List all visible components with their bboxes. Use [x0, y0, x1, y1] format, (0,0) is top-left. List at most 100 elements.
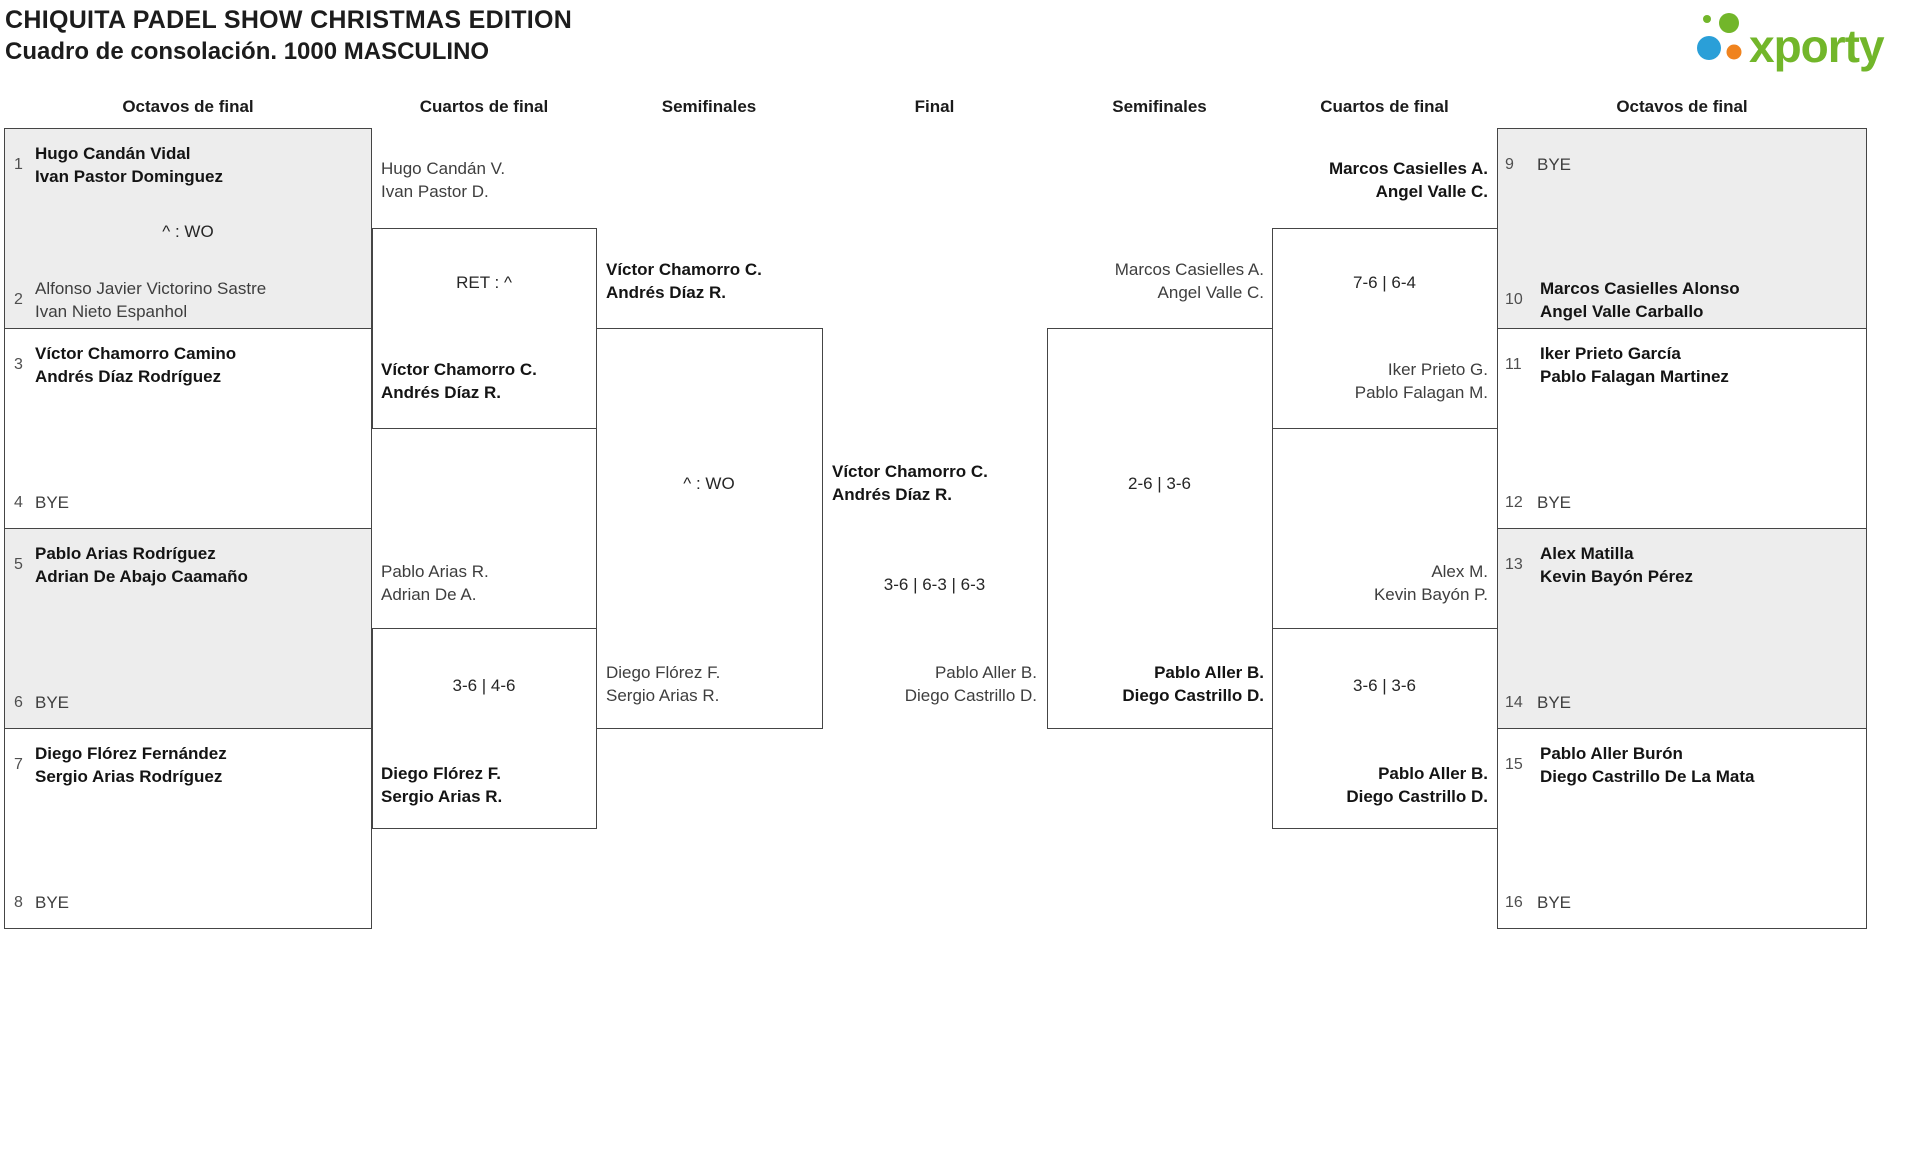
seed-number: 14	[1505, 694, 1523, 711]
team-name: Kevin Bayón Pérez	[1540, 567, 1694, 586]
team-name: Andrés Díaz R.	[606, 283, 726, 302]
team-name: Diego Castrillo D.	[904, 686, 1037, 705]
match-box-octavos-left-1	[4, 128, 372, 329]
team-name: Angel Valle Carballo	[1540, 302, 1704, 321]
seed-number: 4	[14, 494, 23, 511]
match-box-cuartos-left-2	[372, 628, 597, 829]
match-score: 3-6 | 4-6	[452, 676, 516, 695]
team-name: Víctor Chamorro C.	[606, 260, 762, 279]
team-name: Iker Prieto García	[1540, 344, 1681, 363]
team-name: Diego Castrillo D.	[1122, 686, 1264, 705]
seed-number: 2	[14, 291, 23, 308]
seed-number: 13	[1505, 556, 1523, 573]
team-name: Marcos Casielles A.	[1114, 260, 1264, 279]
match-box-octavos-right-2	[1497, 328, 1867, 529]
team-name: Hugo Candán V.	[381, 159, 506, 178]
team-name: Víctor Chamorro C.	[832, 462, 988, 481]
bye-label: BYE	[35, 893, 70, 912]
seed-number: 7	[14, 756, 23, 773]
match-box-octavos-right-4	[1497, 728, 1867, 929]
match-box-octavos-left-2	[4, 328, 372, 529]
round-header-octavos-left: Octavos de final	[122, 97, 254, 116]
bye-label: BYE	[35, 493, 70, 512]
team-name: Ivan Pastor D.	[381, 182, 489, 201]
match-score: 3-6 | 3-6	[1352, 676, 1416, 695]
logo-dot-orange-icon	[1726, 44, 1742, 60]
team-name: Angel Valle C.	[1157, 283, 1264, 302]
bye-label: BYE	[1537, 155, 1572, 174]
xporty-logo[interactable]: xporty	[1695, 8, 1910, 72]
match-box-semifinal-right	[1047, 328, 1273, 729]
team-name: Adrian De A.	[381, 585, 477, 604]
round-header-cuartos-right: Cuartos de final	[1320, 97, 1449, 116]
team-name: Víctor Chamorro C.	[381, 360, 537, 379]
team-name: Alex M.	[1431, 562, 1488, 581]
team-name: Ivan Nieto Espanhol	[35, 302, 188, 321]
match-box-semifinal-left	[596, 328, 823, 729]
seed-number: 9	[1505, 156, 1514, 173]
round-header-final: Final	[914, 97, 955, 116]
team-name: Adrian De Abajo Caamaño	[35, 567, 248, 586]
team-name: Pablo Aller B.	[1378, 764, 1488, 783]
round-header-cuartos-left: Cuartos de final	[419, 97, 549, 116]
team-name: Diego Flórez Fernández	[35, 744, 227, 763]
bye-label: BYE	[1537, 493, 1572, 512]
match-score: RET : ^	[456, 273, 512, 292]
seed-number: 5	[14, 556, 23, 573]
match-box-octavos-right-3	[1497, 528, 1867, 729]
logo-dot-blue-icon	[1697, 36, 1721, 60]
bye-label: BYE	[1537, 693, 1572, 712]
match-score: ^ : WO	[683, 474, 735, 493]
team-name: Sergio Arias R.	[381, 787, 503, 806]
team-name: Ivan Pastor Dominguez	[35, 167, 223, 186]
team-name: Pablo Arias R.	[381, 562, 489, 581]
match-box-cuartos-right-2	[1272, 628, 1498, 829]
logo-dot-green-small-icon	[1703, 15, 1711, 23]
seed-number: 11	[1505, 356, 1522, 373]
team-name: Angel Valle C.	[1375, 182, 1488, 201]
team-name: Iker Prieto G.	[1387, 360, 1488, 379]
team-name: Hugo Candán Vidal	[35, 144, 191, 163]
team-name: Pablo Falagan Martinez	[1540, 367, 1729, 386]
match-box-octavos-right-1	[1497, 128, 1867, 329]
team-name: Andrés Díaz R.	[381, 383, 501, 402]
bracket-subtitle: Cuadro de consolación. 1000 MASCULINO	[5, 38, 490, 65]
match-box-cuartos-left-1	[372, 228, 597, 429]
team-name: Alfonso Javier Victorino Sastre	[35, 279, 267, 298]
team-name: Diego Flórez F.	[606, 663, 721, 682]
seed-number: 6	[14, 694, 23, 711]
round-header-semis-left: Semifinales	[661, 97, 757, 116]
team-name: Marcos Casielles Alonso	[1540, 279, 1740, 298]
tournament-title: CHIQUITA PADEL SHOW CHRISTMAS EDITION	[5, 6, 573, 34]
team-name: Pablo Aller B.	[934, 663, 1037, 682]
team-name: Sergio Arias Rodríguez	[35, 767, 223, 786]
team-name: Pablo Falagan M.	[1354, 383, 1488, 402]
seed-number: 16	[1505, 894, 1523, 911]
match-score: 7-6 | 6-4	[1352, 273, 1416, 292]
logo-dot-green-icon	[1719, 13, 1739, 33]
bye-label: BYE	[1537, 893, 1572, 912]
team-name: Diego Flórez F.	[381, 764, 501, 783]
match-score: ^ : WO	[162, 222, 214, 241]
team-name: Diego Castrillo D.	[1346, 787, 1488, 806]
match-box-cuartos-right-1	[1272, 228, 1498, 429]
match-score: 2-6 | 3-6	[1127, 474, 1191, 493]
seed-number: 8	[14, 894, 23, 911]
team-name: Pablo Arias Rodríguez	[35, 544, 216, 563]
team-name: Alex Matilla	[1540, 544, 1634, 563]
seed-number: 3	[14, 356, 23, 373]
team-name: Andrés Díaz Rodríguez	[35, 367, 222, 386]
team-name: Sergio Arias R.	[606, 686, 720, 705]
team-name: Víctor Chamorro Camino	[35, 344, 237, 363]
bye-label: BYE	[35, 693, 70, 712]
round-header-octavos-right: Octavos de final	[1616, 97, 1748, 116]
seed-number: 15	[1505, 756, 1523, 773]
round-header-semis-right: Semifinales	[1112, 97, 1207, 116]
team-name: Pablo Aller B.	[1154, 663, 1264, 682]
team-name: Pablo Aller Burón	[1540, 744, 1683, 763]
seed-number: 10	[1505, 291, 1523, 308]
match-score: 3-6 | 6-3 | 6-3	[883, 575, 986, 594]
team-name: Andrés Díaz R.	[832, 485, 952, 504]
team-name: Diego Castrillo De La Mata	[1540, 767, 1755, 786]
